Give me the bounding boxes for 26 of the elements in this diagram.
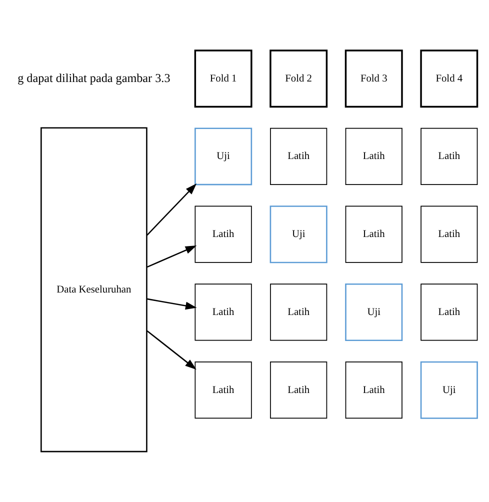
node-box: Latih <box>270 362 328 419</box>
arrow <box>146 298 197 310</box>
node-box: Uji <box>270 206 328 264</box>
node-box: Fold 1 <box>194 50 252 108</box>
node-box: Latih <box>420 284 478 341</box>
arrow <box>146 183 197 236</box>
node-box: Data Keseluruhan <box>40 127 148 452</box>
node-box: Uji <box>345 283 403 341</box>
label: g dapat dilihat pada gambar 3.3 <box>18 70 170 85</box>
node-box: Latih <box>420 206 478 263</box>
node-box: Uji <box>194 128 252 186</box>
node-box: Latih <box>420 128 478 186</box>
node-box: Fold 2 <box>270 50 328 108</box>
node-box: Latih <box>194 206 252 263</box>
node-box: Latih <box>345 206 402 263</box>
node-box: Latih <box>345 128 402 186</box>
arrow <box>146 246 197 268</box>
node-box: Latih <box>194 284 252 341</box>
node-box: Fold 4 <box>420 50 478 108</box>
node-box: Fold 3 <box>344 50 403 108</box>
node-box: Uji <box>420 361 478 419</box>
arrow <box>146 330 196 370</box>
node-box: Latih <box>270 284 328 341</box>
node-box: Latih <box>194 362 252 419</box>
node-box: Latih <box>345 362 402 419</box>
node-box: Latih <box>270 128 328 186</box>
